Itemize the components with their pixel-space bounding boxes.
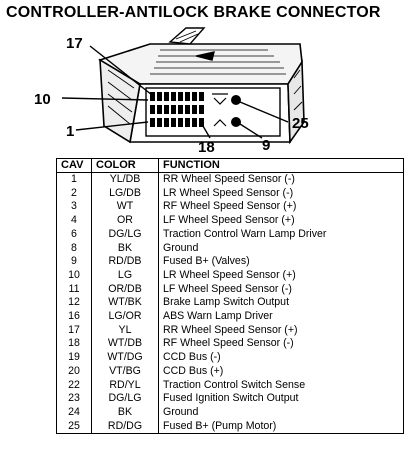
- function-cell: Traction Control Switch Sense: [158, 378, 404, 393]
- color-cell: DG/LG: [91, 392, 159, 406]
- color-cell: DG/LG: [91, 227, 159, 242]
- cavity-face: [145, 87, 281, 137]
- color-cell: RD/YL: [91, 378, 159, 393]
- function-cell: LR Wheel Speed Sensor (-): [158, 186, 404, 201]
- function-cell: CCD Bus (-): [158, 351, 404, 365]
- cav-cell: 1: [56, 172, 92, 187]
- color-cell: YL/DB: [91, 172, 159, 187]
- callout-17: 17: [66, 35, 83, 52]
- color-cell: LG: [91, 268, 159, 283]
- cav-cell: 12: [56, 296, 92, 311]
- cav-cell: 16: [56, 310, 92, 324]
- cav-cell: 20: [56, 364, 92, 379]
- connector-diagram: 17 10 1 18 25 9: [34, 27, 309, 154]
- cav-cell: 11: [56, 282, 92, 297]
- color-cell: RD/DG: [91, 419, 159, 435]
- color-cell: YL: [91, 323, 159, 338]
- color-cell: OR/DB: [91, 282, 159, 297]
- color-cell: WT: [91, 200, 159, 215]
- color-cell: WT/DG: [91, 351, 159, 365]
- function-cell: RF Wheel Speed Sensor (-): [158, 337, 404, 352]
- function-cell: LF Wheel Speed Sensor (+): [158, 214, 404, 228]
- function-cell: Ground: [158, 241, 404, 256]
- color-cell: WT/DB: [91, 337, 159, 352]
- cav-cell: 19: [56, 351, 92, 365]
- cav-cell: 23: [56, 392, 92, 406]
- cav-cell: 3: [56, 200, 92, 215]
- callout-10: 10: [34, 91, 51, 108]
- color-cell: LG/DB: [91, 186, 159, 201]
- callout-1: 1: [66, 123, 74, 140]
- callout-25: 25: [292, 115, 309, 132]
- function-cell: Fused B+ (Pump Motor): [158, 419, 404, 435]
- color-cell: BK: [91, 405, 159, 420]
- cav-cell: 10: [56, 268, 92, 283]
- header-function: FUNCTION: [158, 158, 404, 173]
- latch-tab: [168, 27, 215, 61]
- header-cav: CAV: [56, 158, 92, 173]
- function-cell: Traction Control Warn Lamp Driver: [158, 227, 404, 242]
- cav-cell: 24: [56, 405, 92, 420]
- function-cell: LR Wheel Speed Sensor (+): [158, 268, 404, 283]
- function-cell: LF Wheel Speed Sensor (-): [158, 282, 404, 297]
- page-title: CONTROLLER-ANTILOCK BRAKE CONNECTOR: [6, 4, 381, 21]
- cav-cell: 6: [56, 227, 92, 242]
- callout-9: 9: [262, 137, 270, 154]
- cav-cell: 2: [56, 186, 92, 201]
- cav-cell: 25: [56, 419, 92, 435]
- cav-cell: 22: [56, 378, 92, 393]
- callout-18: 18: [198, 139, 215, 154]
- function-cell: ABS Warn Lamp Driver: [158, 310, 404, 324]
- function-cell: RR Wheel Speed Sensor (+): [158, 323, 404, 338]
- function-cell: RR Wheel Speed Sensor (-): [158, 172, 404, 187]
- color-cell: OR: [91, 214, 159, 228]
- color-cell: BK: [91, 241, 159, 256]
- cav-cell: 9: [56, 255, 92, 269]
- header-color: COLOR: [91, 158, 159, 173]
- color-cell: RD/DB: [91, 255, 159, 269]
- function-cell: Fused Ignition Switch Output: [158, 392, 404, 406]
- function-cell: Ground: [158, 405, 404, 420]
- cav-cell: 18: [56, 337, 92, 352]
- color-cell: WT/BK: [91, 296, 159, 311]
- leader-lines: [61, 45, 289, 139]
- color-cell: LG/OR: [91, 310, 159, 324]
- function-cell: CCD Bus (+): [158, 364, 404, 379]
- cav-cell: 4: [56, 214, 92, 228]
- cav-cell: 8: [56, 241, 92, 256]
- function-cell: Fused B+ (Valves): [158, 255, 404, 269]
- function-cell: RF Wheel Speed Sensor (+): [158, 200, 404, 215]
- color-cell: VT/BG: [91, 364, 159, 379]
- cav-cell: 17: [56, 323, 92, 338]
- function-cell: Brake Lamp Switch Output: [158, 296, 404, 311]
- table-header-row: CAV COLOR FUNCTION: [56, 158, 404, 173]
